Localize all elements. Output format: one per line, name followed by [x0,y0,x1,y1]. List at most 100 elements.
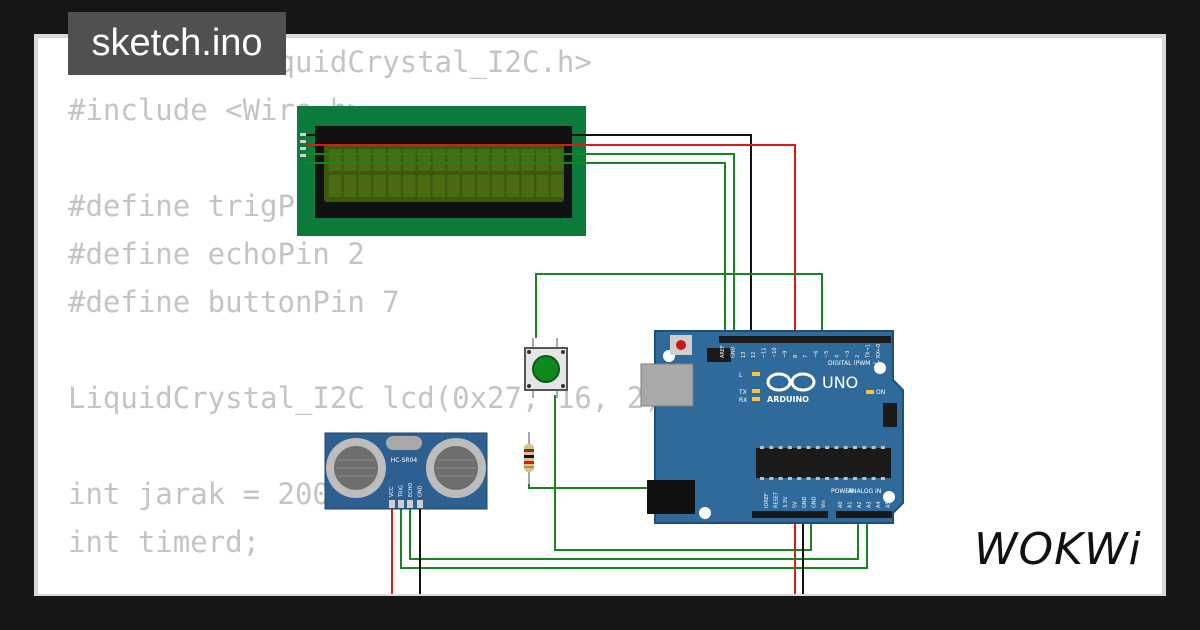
lcd-character-cell [551,175,564,197]
wire-lcd-scl [306,162,726,338]
chip-leg [843,477,848,480]
lcd-character-cell [536,175,549,197]
chip-leg [862,477,867,480]
wire-lcd-sda [306,153,735,338]
reset-icon [676,340,686,350]
lcd-character-cell [329,149,342,171]
chip-leg [806,446,811,449]
lcd-character-cell [432,149,446,171]
chip-leg [853,446,857,449]
chip-leg [778,477,783,480]
file-tab[interactable]: sketch.ino [68,12,286,75]
digital-pin-label: ~3 [845,351,851,358]
chip-leg [871,446,876,449]
chip-leg [825,477,830,480]
lcd-character-cell [343,175,357,197]
lcd-character-cell [477,149,490,171]
sensor-pin-label: ECHO [408,483,414,497]
chip-leg [760,446,764,449]
lcd-character-cell [521,175,534,197]
chip-leg [797,446,802,449]
chip-leg [871,477,876,480]
digital-pin-label: 2 [855,355,861,358]
analog-header [836,511,892,518]
sensor-pin-label: TRIG [399,485,405,498]
lcd-character-cell [506,149,520,171]
power-pin-label: 3.3V [783,496,789,508]
chip-leg [853,477,857,480]
chip-leg [760,477,764,480]
digital-pin-label: AREF [720,345,726,358]
lcd-display[interactable] [297,106,586,236]
wokwi-logo-text: WOKWi [974,524,1142,575]
code-line: LiquidCrystal_I2C lcd(0x27, 16, 2); [68,381,680,415]
chip-leg [797,477,802,480]
lcd-character-cell [358,175,372,197]
led-label: TX [738,389,747,396]
code-line: #define echoPin 2 [68,237,365,271]
analog-pin-label: A1 [848,501,854,508]
lcd-character-cell [551,149,564,171]
lcd-character-cell [329,175,342,197]
lcd-character-cell [506,175,520,197]
lcd-character-cell [403,175,416,197]
digital-header-label: DIGITAL (PWM ~) [828,360,880,367]
push-button[interactable] [524,338,568,398]
digital-pin-label: 4 [834,355,840,358]
digital-pin-label: ~5 [824,351,830,358]
chip-leg [880,477,885,480]
analog-pin-label: A3 [867,501,873,508]
lcd-character-cell [447,149,460,171]
chip-leg [834,477,839,480]
arduino-uno[interactable]: UNO ARDUINO DIGITAL (PWM ~) POWER ANALOG… [640,330,904,524]
chip-leg [787,477,792,480]
digital-pin-label: 7 [803,355,809,358]
power-pin-label: GND [812,496,818,508]
chip-leg [815,477,820,480]
digital-pin-label: ~10 [772,347,778,358]
arduino-model-label: UNO [822,373,858,392]
power-header-label: POWER [831,488,853,495]
lcd-character-cell [462,149,475,171]
digital-header [719,336,891,343]
power-pin-label: Vin [821,500,827,508]
lcd-character-cell [491,175,505,197]
analog-pin-label: A2 [857,501,863,508]
digital-pin-label: 8 [793,355,799,358]
button-cap[interactable] [532,355,560,383]
power-jack [647,480,695,514]
digital-pin-label: ~11 [762,347,768,358]
wire-button-pin7 [535,273,823,338]
power-pin-label: GND [802,496,808,508]
power-pin-label: IOREF [764,493,770,508]
lcd-character-cell [417,175,431,197]
wokwi-logo: WOKWi [974,520,1142,580]
chip-leg [834,446,839,449]
lcd-character-cell [388,175,401,197]
lcd-character-cell [373,175,386,197]
arduino-brand-label: ARDUINO [767,395,809,404]
lcd-character-cell [447,175,460,197]
lcd-character-cell [521,149,534,171]
analog-pin-label: A0 [838,501,844,508]
lcd-pins [300,133,306,157]
analog-pin-label: A4 [876,501,882,508]
analog-header-label: ANALOG IN [848,488,881,495]
power-pin-label: RESET [774,491,780,508]
code-preview: #include <LiquidCrystal_I2C.h>#include <… [68,38,679,566]
code-line: int timerd; [68,525,261,559]
digital-pin-label: GND [730,346,736,358]
lcd-character-cell [417,149,431,171]
sensor-pin-label: GND [418,485,424,497]
digital-pin-label: ~9 [782,351,788,358]
analog-pin-label: A5 [886,501,892,508]
power-pin-label: 5V [793,501,799,508]
chip-leg [825,446,830,449]
digital-pin-label: RX←0 [876,344,882,358]
usb-port [640,363,694,407]
lcd-character-cell [373,149,386,171]
chip-leg [815,446,820,449]
digital-pin-label: 12 [751,352,757,358]
